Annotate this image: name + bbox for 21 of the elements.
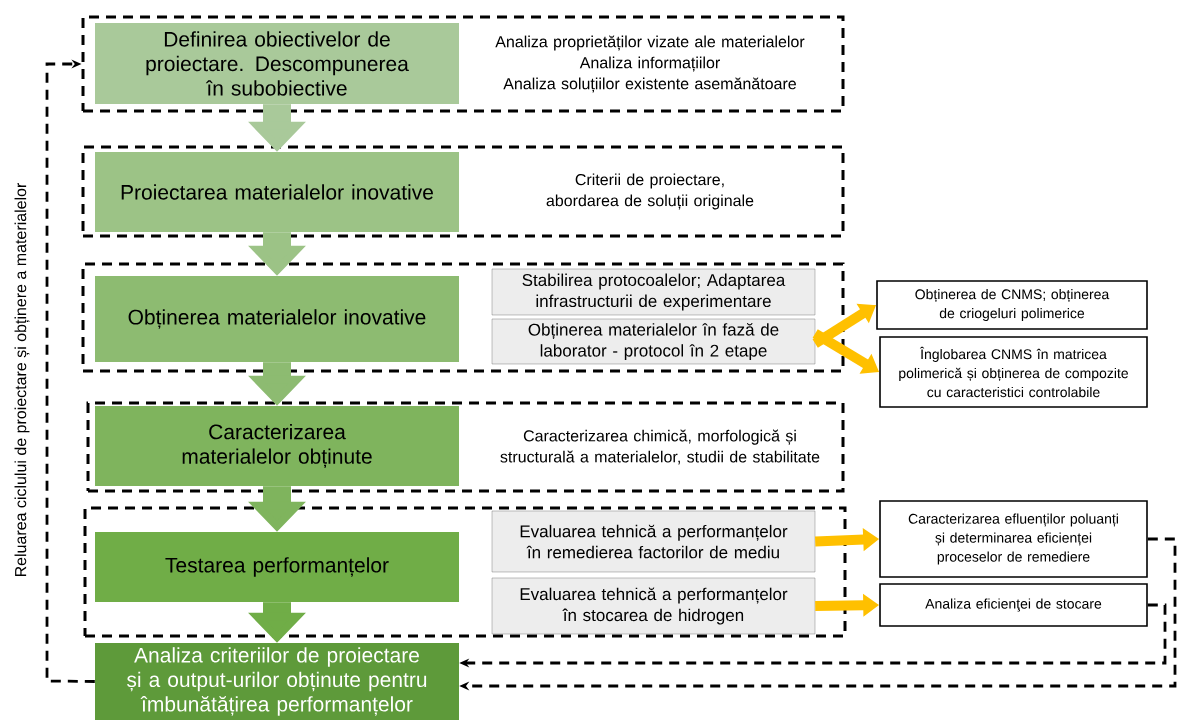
description-text: Analiza proprietăților vizate ale materialelor Analiza informațiilor Analiza soluțiilor existente asemănătoare [495,35,805,93]
process-box: Obținerea materialelor inovative [95,276,459,362]
result-box: Analiza eficienţei de stocare [879,583,1148,627]
process-box: Proiectarea materialelor inovative [95,152,459,232]
result-box: Obținerea de CNMS; obținerea de criogeluri polimerice [876,280,1148,330]
process-box: Caracterizarea materialelor obținute [95,406,459,486]
result-box: Înglobarea CNMS în matricea polimerică și obținerea de compozite cu caracteristici controlabile [879,336,1148,408]
step-box: Evaluarea tehnică a performanțelor în stocarea de hidrogen [491,577,816,635]
step-box: Obținerea materialelor în fază de laborator - protocol în 2 etape [491,318,816,365]
arrow [45,59,95,683]
dashed-frame [83,506,847,638]
dashed-frame [81,262,845,373]
step-box: Stabilirea protocoalelor; Adaptarea infrastructurii de experimentare [491,268,816,316]
edge-label: Reluarea ciclului de proiectare și obținere a materialelor [13,181,31,579]
step-box: Evaluarea tehnică a performanțelor în remedierea factorilor de mediu [491,510,816,573]
description-text: Caracterizarea chimică, morfologică și structurală a materialelor, studii de stabilitate [500,429,820,465]
result-box: Caracterizarea efluenților poluanți și determinarea eficienței proceselor de remediere [879,500,1148,578]
process-box: Analiza criteriilor de proiectare și a output-urilor obținute pentru îmbunătățirea performanțelor [95,643,459,720]
description-text: Criterii de proiectare, abordarea de soluții originale [546,173,754,210]
process-box: Definirea obiectivelor de proiectare. Descompunerea în subobiective [95,23,459,104]
process-box: Testarea performanțelor [95,532,459,602]
